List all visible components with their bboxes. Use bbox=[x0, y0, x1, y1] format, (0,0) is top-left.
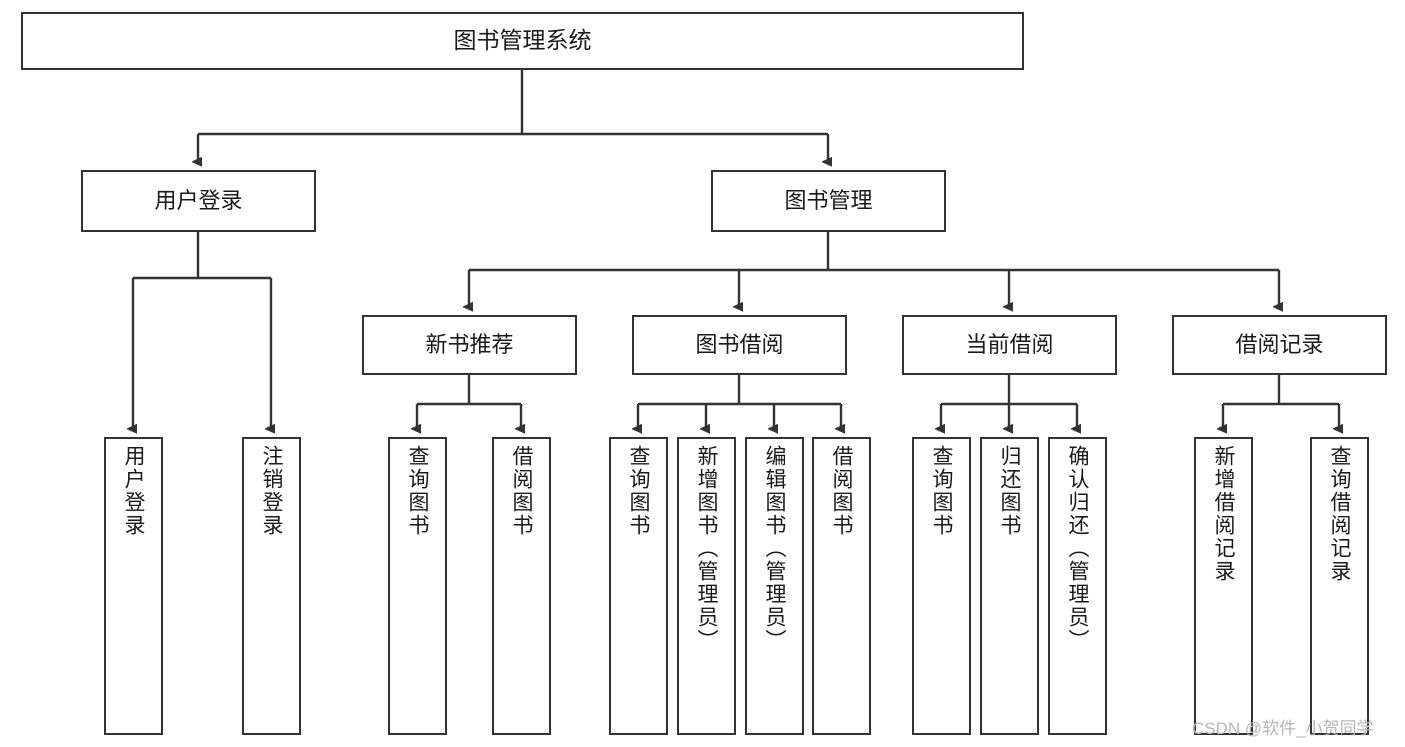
node-current-borrow[interactable]: 当前借阅 bbox=[902, 315, 1117, 375]
node-leaf-borrow-book-1-label: 借阅图书 bbox=[510, 445, 533, 537]
node-leaf-add-record[interactable]: 新增借阅记录 bbox=[1194, 437, 1253, 735]
node-leaf-query-book-3-label: 查询图书 bbox=[930, 445, 953, 537]
csdn-watermark: CSDN @软件_小贺同学 bbox=[1192, 719, 1374, 738]
node-leaf-confirm-return-label: 确认归还（管理员） bbox=[1066, 445, 1089, 652]
node-root-system[interactable]: 图书管理系统 bbox=[21, 12, 1024, 70]
node-leaf-logout-label: 注销登录 bbox=[260, 445, 283, 537]
node-root-system-label: 图书管理系统 bbox=[453, 27, 592, 54]
node-leaf-query-book-2-label: 查询图书 bbox=[627, 445, 650, 537]
node-leaf-add-record-label: 新增借阅记录 bbox=[1212, 445, 1235, 583]
node-leaf-query-book-1-label: 查询图书 bbox=[406, 445, 429, 537]
node-leaf-user-login-label: 用户登录 bbox=[122, 445, 145, 537]
node-leaf-return-book-label: 归还图书 bbox=[998, 445, 1021, 537]
node-leaf-logout[interactable]: 注销登录 bbox=[242, 437, 301, 735]
node-leaf-query-record-label: 查询借阅记录 bbox=[1328, 445, 1351, 583]
node-leaf-query-book-3[interactable]: 查询图书 bbox=[912, 437, 971, 735]
node-leaf-add-book-label: 新增图书（管理员） bbox=[695, 445, 718, 652]
node-leaf-return-book[interactable]: 归还图书 bbox=[980, 437, 1039, 735]
node-user-login[interactable]: 用户登录 bbox=[81, 170, 316, 232]
node-borrow-record[interactable]: 借阅记录 bbox=[1172, 315, 1387, 375]
node-leaf-query-book-1[interactable]: 查询图书 bbox=[388, 437, 447, 735]
node-leaf-borrow-book-1[interactable]: 借阅图书 bbox=[492, 437, 551, 735]
node-leaf-query-record[interactable]: 查询借阅记录 bbox=[1310, 437, 1369, 735]
node-book-manage[interactable]: 图书管理 bbox=[711, 170, 946, 232]
node-book-manage-label: 图书管理 bbox=[784, 188, 873, 214]
node-leaf-query-book-2[interactable]: 查询图书 bbox=[609, 437, 668, 735]
node-user-login-label: 用户登录 bbox=[154, 188, 243, 214]
node-leaf-edit-book-label: 编辑图书（管理员） bbox=[763, 445, 786, 652]
node-leaf-confirm-return[interactable]: 确认归还（管理员） bbox=[1048, 437, 1107, 735]
node-leaf-edit-book[interactable]: 编辑图书（管理员） bbox=[745, 437, 804, 735]
node-new-book-recommend-label: 新书推荐 bbox=[425, 332, 514, 358]
node-leaf-add-book[interactable]: 新增图书（管理员） bbox=[677, 437, 736, 735]
node-leaf-user-login[interactable]: 用户登录 bbox=[104, 437, 163, 735]
node-book-borrow-label: 图书借阅 bbox=[695, 332, 784, 358]
node-book-borrow[interactable]: 图书借阅 bbox=[632, 315, 847, 375]
node-leaf-borrow-book-2[interactable]: 借阅图书 bbox=[812, 437, 871, 735]
node-current-borrow-label: 当前借阅 bbox=[965, 332, 1054, 358]
node-leaf-borrow-book-2-label: 借阅图书 bbox=[830, 445, 853, 537]
node-new-book-recommend[interactable]: 新书推荐 bbox=[362, 315, 577, 375]
node-borrow-record-label: 借阅记录 bbox=[1235, 332, 1324, 358]
